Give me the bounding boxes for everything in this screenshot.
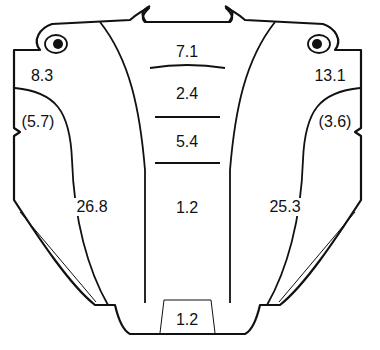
sclerite-line — [155, 162, 220, 164]
labrum-outline — [160, 300, 215, 333]
callout-number: (5.7) — [20, 113, 57, 131]
antenna-right — [225, 6, 232, 22]
callout-number: 1.2 — [174, 311, 200, 329]
callout-number: (3.6) — [317, 113, 354, 131]
sclerite-line — [279, 212, 355, 302]
sclerite-line — [20, 212, 96, 302]
callout-number: 26.8 — [74, 198, 109, 216]
sclerite-line — [230, 22, 275, 303]
callout-number: 1.2 — [174, 199, 200, 217]
callout-number: 5.4 — [174, 133, 200, 151]
antenna-left — [143, 6, 150, 22]
sclerite-line — [267, 88, 360, 305]
sclerite-line — [100, 22, 145, 303]
sclerite-line — [15, 88, 108, 305]
callout-number: 2.4 — [174, 85, 200, 103]
callout-number: 13.1 — [312, 67, 347, 85]
head-outline — [14, 8, 361, 334]
sclerite-line — [150, 65, 225, 68]
sclerite-line — [155, 116, 220, 118]
callout-number: 8.3 — [29, 67, 55, 85]
callout-number: 7.1 — [174, 43, 200, 61]
callout-number: 25.3 — [267, 198, 302, 216]
